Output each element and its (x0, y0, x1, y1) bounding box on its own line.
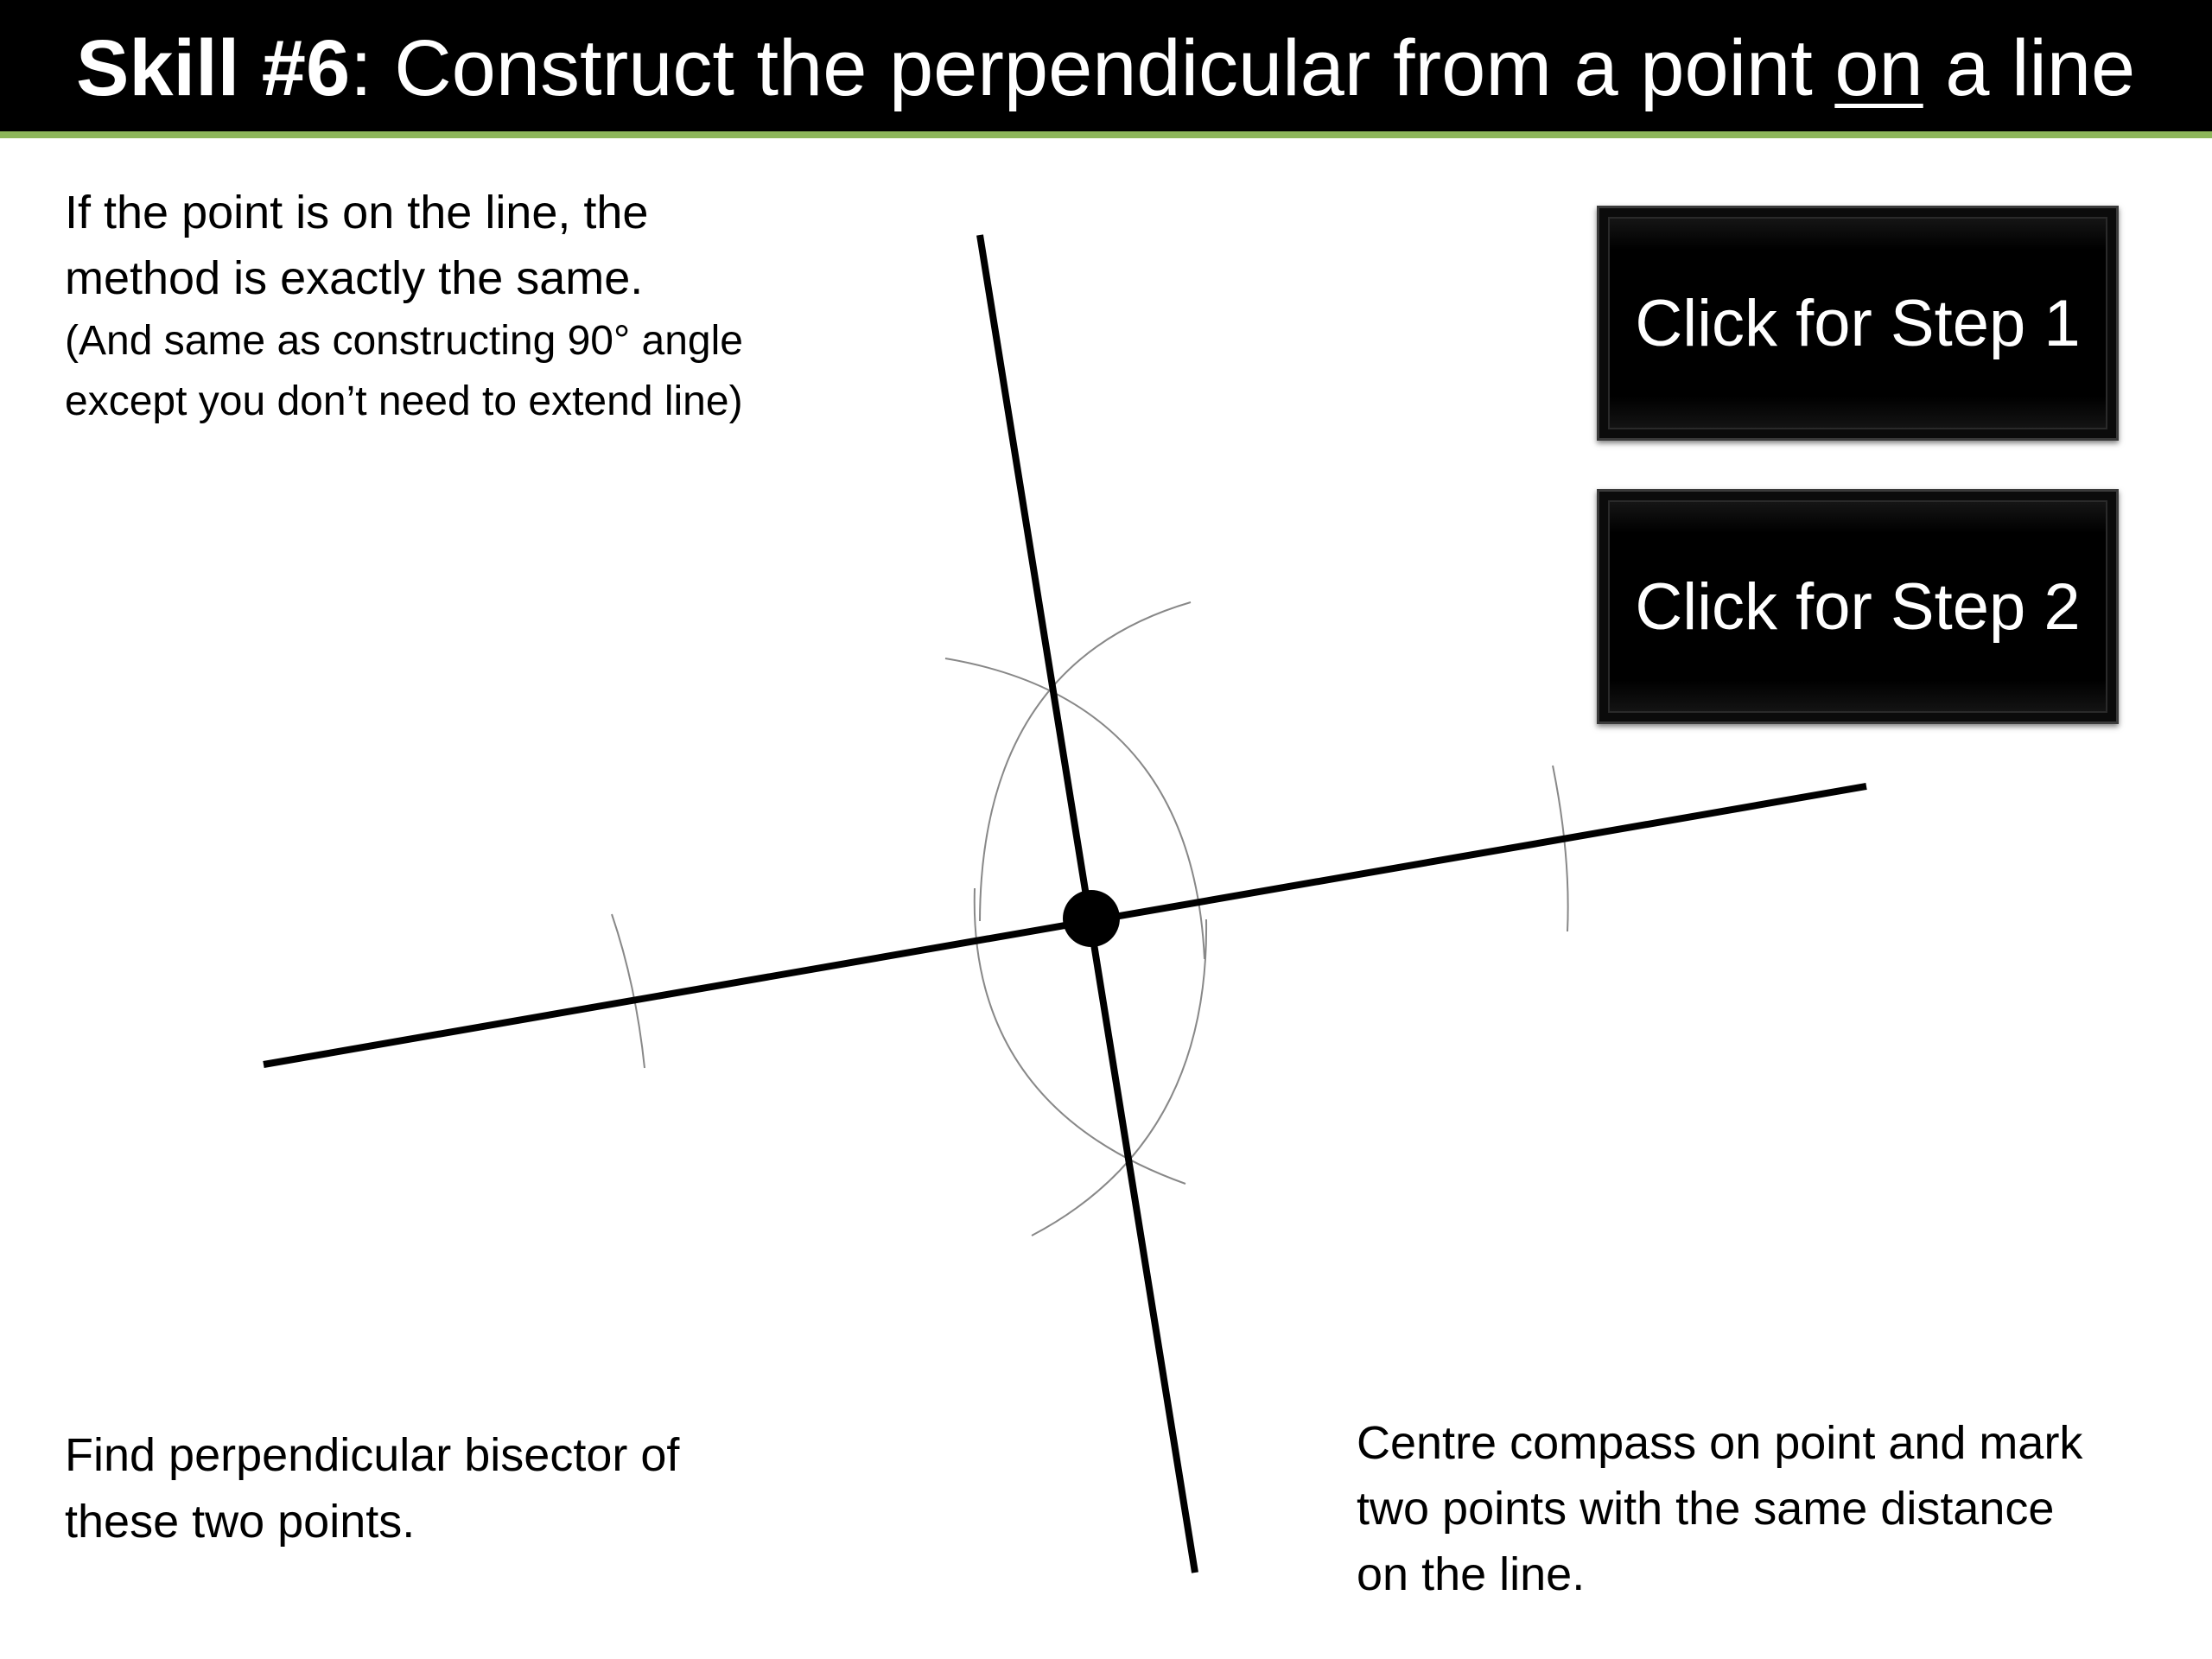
title-main-after: a line (1923, 24, 2136, 112)
title-separator: : (350, 24, 395, 112)
intro-line-4: except you don’t need to extend line) (65, 378, 743, 424)
left-note-line-1: Find perpendicular bisector of (65, 1429, 680, 1481)
mark-arc-right (1552, 765, 1569, 932)
bisector-arc-upper-right (979, 601, 1192, 922)
step-2-button[interactable]: Click for Step 2 (1597, 489, 2119, 724)
intro-line-2: method is exactly the same. (65, 252, 644, 304)
right-note-line-2: two points with the same distance (1357, 1483, 2055, 1535)
mark-arc-left (611, 913, 645, 1069)
title-prefix: Skill #6 (76, 24, 351, 112)
step-2-button-label: Click for Step 2 (1635, 569, 2081, 644)
right-note-line-1: Centre compass on point and mark (1357, 1417, 2083, 1469)
bisector-arc-lower-right (1031, 918, 1208, 1236)
left-note: Find perpendicular bisector of these two… (65, 1422, 679, 1555)
intro-text: If the point is on the line, the method … (65, 180, 743, 432)
slide-title: Skill #6: Construct the perpendicular fr… (76, 21, 2135, 116)
intro-line-1: If the point is on the line, the (65, 187, 649, 238)
bisector-arc-upper-left (944, 658, 1205, 960)
step-1-button-label: Click for Step 1 (1635, 286, 2081, 360)
intro-line-3: (And same as constructing 90° angle (65, 318, 743, 364)
point-on-line (1063, 890, 1120, 947)
right-note-line-3: on the line. (1357, 1548, 1586, 1600)
title-bar: Skill #6: Construct the perpendicular fr… (0, 0, 2212, 138)
title-main-before: Construct the perpendicular from a point (394, 24, 1835, 112)
right-note: Centre compass on point and mark two poi… (1357, 1410, 2082, 1607)
left-note-line-2: these two points. (65, 1496, 416, 1548)
title-underlined-word: on (1834, 24, 1923, 112)
step-1-button[interactable]: Click for Step 1 (1597, 206, 2119, 441)
